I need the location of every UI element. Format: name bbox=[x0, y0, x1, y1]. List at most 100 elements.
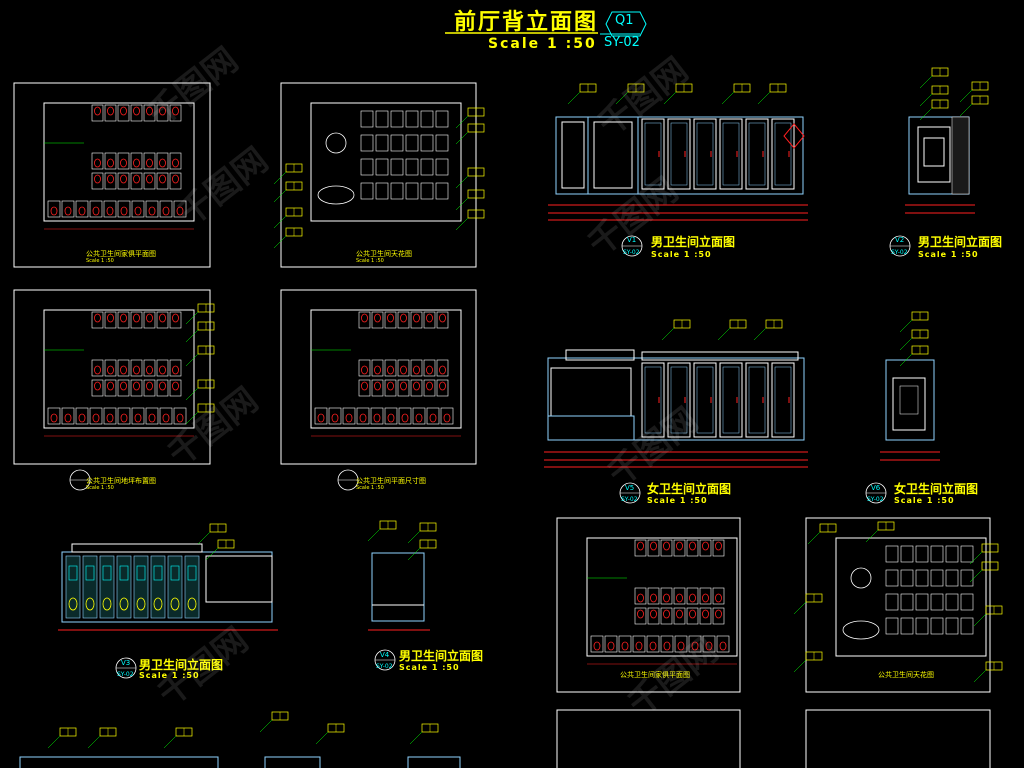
stall-door-panel bbox=[696, 366, 714, 434]
elevation-v5 bbox=[58, 543, 278, 631]
toilet-fixture bbox=[650, 609, 657, 619]
stall-cubicle bbox=[712, 587, 725, 605]
toilet-fixture bbox=[373, 413, 381, 423]
stall-door-panel bbox=[722, 122, 740, 186]
stall-cubicle bbox=[117, 104, 130, 122]
stall-cubicle bbox=[156, 152, 169, 170]
view-scale-v1: Scale 1 :50 bbox=[651, 250, 712, 259]
stall-cubicle bbox=[156, 311, 169, 329]
ceiling-panel bbox=[435, 134, 449, 152]
leader-line bbox=[407, 530, 421, 544]
stall-cubicle bbox=[688, 635, 702, 653]
leader-line bbox=[273, 189, 287, 203]
leader-line bbox=[969, 569, 983, 583]
stall-cubicle bbox=[130, 359, 143, 377]
toilet-fixture bbox=[159, 174, 166, 184]
ceiling-panel bbox=[945, 593, 959, 611]
plan-details bbox=[43, 102, 987, 665]
ceiling-panel bbox=[915, 617, 929, 635]
toilet-fixture bbox=[387, 381, 394, 391]
view-scale-v5: Scale 1 :50 bbox=[139, 671, 200, 680]
stall-cubicle bbox=[130, 152, 143, 170]
toilet-fixture bbox=[107, 158, 114, 168]
plan-title-p5: 公共卫生间家俱平面图 bbox=[620, 671, 690, 679]
stall-door bbox=[641, 118, 665, 190]
toilet-fixture bbox=[78, 413, 86, 423]
ceiling-panel bbox=[945, 545, 959, 563]
stall-cubicle bbox=[699, 587, 712, 605]
toilet-fixture bbox=[663, 609, 670, 619]
stall-cubicle bbox=[159, 200, 173, 218]
ceiling-panel bbox=[360, 110, 374, 128]
leader-line bbox=[407, 547, 421, 561]
toilet-fixture bbox=[637, 609, 644, 619]
stall-cubicle bbox=[356, 407, 370, 425]
stall-cubicle bbox=[328, 407, 342, 425]
toilet-fixture bbox=[176, 206, 184, 216]
stall-cubicle bbox=[674, 635, 688, 653]
toilet-fixture bbox=[120, 106, 127, 116]
elevation-v1 bbox=[548, 116, 808, 221]
toilet-fixture bbox=[715, 541, 722, 551]
stall-cubicle bbox=[130, 104, 143, 122]
stall-cubicle bbox=[117, 152, 130, 170]
toilet-fixture bbox=[387, 365, 394, 375]
stall-cubicle bbox=[699, 607, 712, 625]
toilet-fixture bbox=[159, 106, 166, 116]
toilet-fixture bbox=[133, 381, 140, 391]
toilet-fixture bbox=[649, 641, 657, 651]
leader-line bbox=[919, 75, 933, 89]
plan-scale-p3: Scale 1 :50 bbox=[86, 485, 114, 491]
toilet-fixture bbox=[676, 593, 683, 603]
toilet-fixture bbox=[120, 413, 128, 423]
toilet-fixture bbox=[172, 313, 179, 323]
leader-line bbox=[455, 115, 469, 129]
leader-line bbox=[409, 731, 423, 745]
toilet-fixture bbox=[400, 381, 407, 391]
toilet-fixture bbox=[146, 106, 153, 116]
toilet-fixture bbox=[162, 206, 170, 216]
stall-door bbox=[667, 362, 691, 438]
stall-door bbox=[719, 118, 743, 190]
view-sheet-v4: SY-02 bbox=[867, 496, 884, 503]
toilet-fixture bbox=[650, 593, 657, 603]
stall-cubicle bbox=[103, 407, 117, 425]
leader-line bbox=[899, 353, 913, 367]
ceiling-panel bbox=[930, 569, 944, 587]
toilet-fixture bbox=[439, 313, 446, 323]
ceiling-panel bbox=[420, 110, 434, 128]
stall-cubicle bbox=[131, 407, 145, 425]
view-no-v2: V2 bbox=[895, 236, 905, 244]
toilet-fixture bbox=[635, 641, 643, 651]
stall-cubicle bbox=[436, 311, 449, 329]
stall-door bbox=[771, 118, 795, 190]
ceiling-panel bbox=[435, 110, 449, 128]
view-scale-v3: Scale 1 :50 bbox=[647, 496, 708, 505]
plan-title-p2: 公共卫生间天花图 bbox=[356, 250, 412, 258]
toilet-fixture bbox=[400, 365, 407, 375]
toilet-fixture bbox=[106, 413, 114, 423]
leader-line bbox=[793, 601, 807, 615]
toilet-fixture bbox=[172, 106, 179, 116]
ceiling-panel bbox=[390, 158, 404, 176]
stall-cubicle bbox=[75, 407, 89, 425]
stall-cubicle bbox=[117, 407, 131, 425]
sheet-title: 前厅背立面图 bbox=[454, 10, 599, 35]
stall-cubicle bbox=[89, 407, 103, 425]
toilet-fixture bbox=[134, 206, 142, 216]
leader-line bbox=[919, 107, 933, 121]
stall-cubicle bbox=[423, 379, 436, 397]
annotation-tags bbox=[47, 67, 1003, 749]
view-title-v2: 男卫生间立面图 bbox=[918, 235, 1003, 249]
ceiling-panel bbox=[945, 569, 959, 587]
toilet-fixture bbox=[162, 413, 170, 423]
leader-line bbox=[899, 337, 913, 351]
stall-cubicle bbox=[371, 359, 384, 377]
urinal bbox=[170, 597, 180, 611]
toilet-fixture bbox=[702, 609, 709, 619]
stall-door-panel bbox=[644, 366, 662, 434]
door-panel bbox=[593, 121, 633, 189]
stall-cubicle bbox=[358, 359, 371, 377]
stall-cubicle bbox=[169, 104, 182, 122]
view-markers bbox=[69, 235, 911, 679]
